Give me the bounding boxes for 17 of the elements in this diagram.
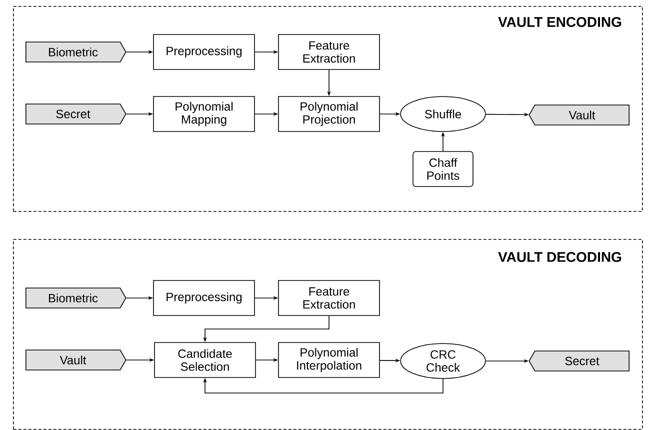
section-heading: VAULT ENCODING — [498, 17, 622, 27]
section-heading: VAULT DECODING — [498, 252, 622, 262]
process-box: Polynomial Mapping — [153, 96, 255, 132]
process-box: Feature Extraction — [278, 34, 380, 70]
input-tag: Biometric — [26, 288, 126, 308]
process-box: Preprocessing — [153, 280, 255, 316]
process-box: Preprocessing — [153, 34, 255, 70]
input-tag: Vault — [26, 350, 126, 370]
process-box: Feature Extraction — [278, 280, 380, 316]
process-box: Candidate Selection — [154, 342, 256, 378]
process-box: Polynomial Projection — [278, 96, 380, 132]
process-box: Polynomial Interpolation — [278, 342, 380, 378]
output-tag: Vault — [528, 104, 630, 126]
input-tag: Biometric — [26, 42, 126, 62]
input-box: Chaff Points — [412, 151, 474, 187]
output-tag: Secret — [528, 350, 630, 372]
input-tag: Secret — [26, 104, 126, 124]
